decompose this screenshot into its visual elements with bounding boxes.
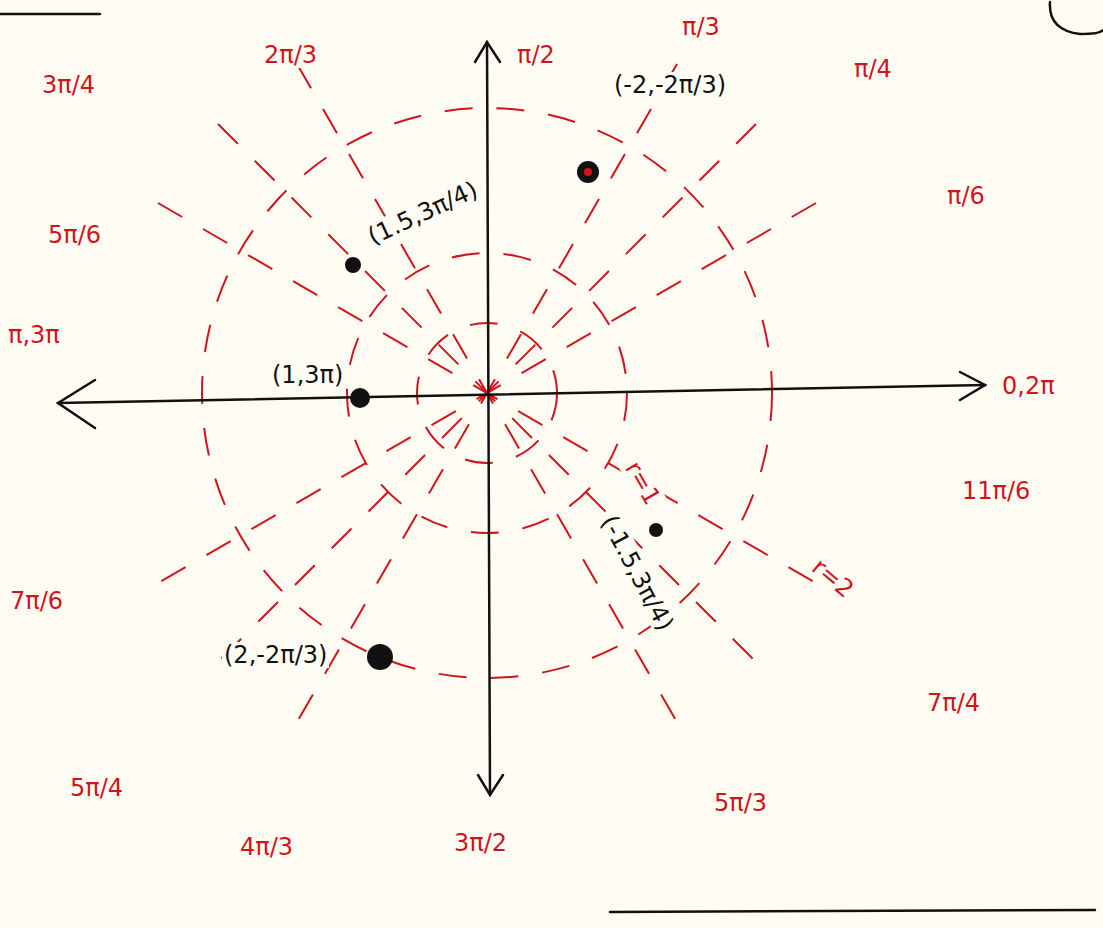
point-label: (2,-2π/3) <box>222 642 329 668</box>
angle-label: π/2 <box>515 42 557 68</box>
angle-label: π/4 <box>852 56 894 82</box>
angle-label: π/3 <box>680 14 722 40</box>
angle-label: 5π/4 <box>68 775 125 801</box>
angle-label: π,3π <box>6 322 62 348</box>
angle-label: 2π/3 <box>262 42 319 68</box>
angle-label: 5π/6 <box>46 222 103 248</box>
angle-label: π/6 <box>945 183 987 209</box>
point-label: (-2,-2π/3) <box>612 72 728 98</box>
radius-label: r=2 <box>805 552 860 604</box>
angle-label: 7π/6 <box>8 588 65 614</box>
angle-label: 11π/6 <box>960 478 1032 504</box>
plotted-points <box>345 161 663 670</box>
point-label: (1.5,3π/4) <box>362 176 483 251</box>
angle-label: 5π/3 <box>712 790 769 816</box>
angle-label: 3π/4 <box>40 72 97 98</box>
angle-label: 7π/4 <box>925 690 982 716</box>
angle-label: 3π/2 <box>452 830 509 856</box>
angle-label: 0,2π <box>1000 373 1057 399</box>
radius-label: r=1 <box>619 455 666 511</box>
point-label: (1,3π) <box>270 362 345 388</box>
angle-label: 4π/3 <box>238 834 295 860</box>
